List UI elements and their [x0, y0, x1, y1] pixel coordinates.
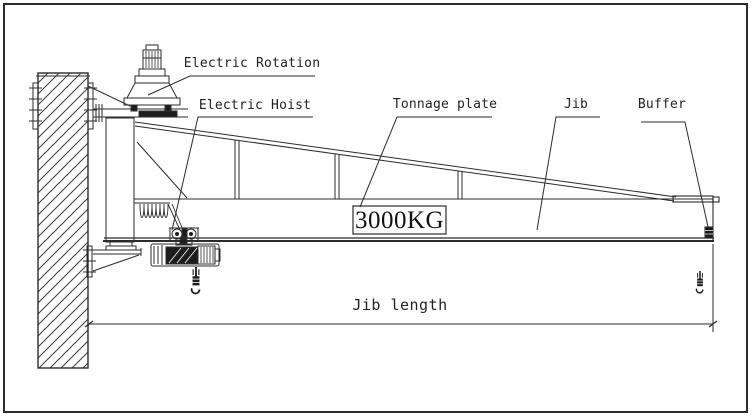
hoist-trolley [169, 227, 199, 241]
dimension-jib-length: Jib length [84, 244, 718, 332]
annotation-electric-hoist: Electric Hoist [171, 98, 313, 231]
electric-rotation-motor [123, 44, 181, 112]
lower-support-bracket [92, 248, 142, 272]
wall-anchor-plate-top-right [84, 82, 97, 130]
buffer-block [704, 226, 714, 239]
tonnage-plate-text: 3000KG [355, 207, 444, 234]
jib-label: Jib [564, 97, 588, 112]
wall-anchor-plate-top-left [29, 82, 42, 130]
jib-top-chord [134, 121, 677, 202]
tonnage-plate: 3000KG [352, 205, 447, 235]
electric-rotation-label: Electric Rotation [184, 56, 320, 71]
tonnage-plate-label: Tonnage plate [393, 97, 497, 112]
rotation-mast [105, 117, 137, 251]
jib-length-label: Jib length [352, 296, 447, 314]
festoon-cable [139, 203, 184, 231]
annotation-jib: Jib [536, 97, 600, 231]
annotation-tonnage-plate: Tonnage plate [359, 97, 497, 208]
electric-hoist-label: Electric Hoist [199, 98, 311, 113]
annotation-electric-rotation: Electric Rotation [147, 56, 320, 96]
electric-hoist-body [150, 237, 221, 267]
jib-beam [103, 195, 720, 242]
buffer-label: Buffer [638, 97, 686, 112]
annotation-buffer: Buffer [638, 97, 709, 228]
slewing-bracket-arm [87, 85, 188, 122]
wall-column [36, 72, 90, 369]
